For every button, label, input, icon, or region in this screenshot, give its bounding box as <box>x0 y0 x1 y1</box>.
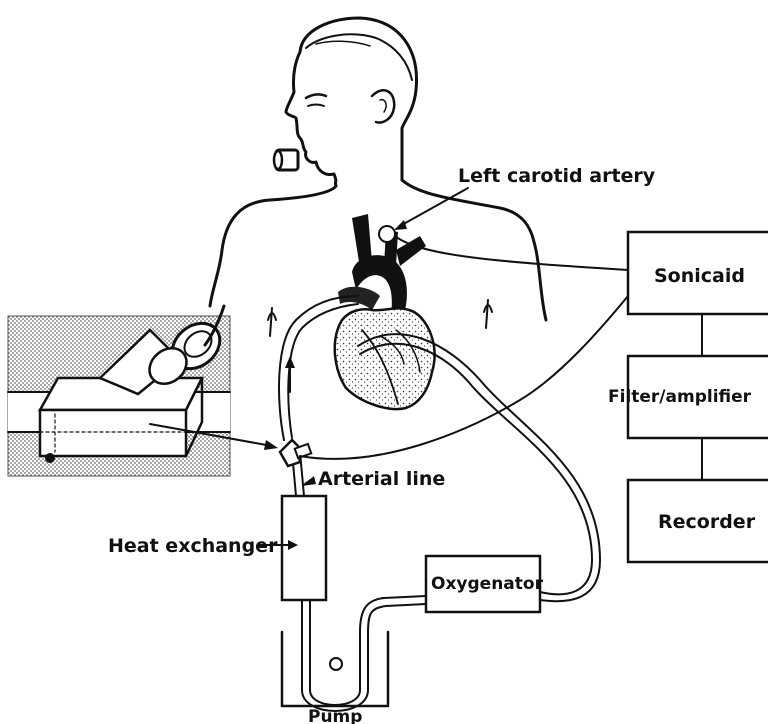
heart <box>335 214 435 409</box>
mouthpiece <box>274 150 298 170</box>
label-arterial-line: Arterial line <box>318 468 445 490</box>
label-oxygenator: Oxygenator <box>431 574 544 594</box>
label-pump: Pump <box>308 707 362 724</box>
label-left-carotid-artery: Left carotid artery <box>458 165 656 187</box>
pump-housing <box>282 632 388 706</box>
label-heat-exchanger: Heat exchanger <box>108 535 278 557</box>
label-sonicaid: Sonicaid <box>654 265 745 287</box>
flowmeter-inset <box>8 306 278 476</box>
label-filter-amplifier: Filter/amplifier <box>608 387 752 407</box>
label-recorder: Recorder <box>658 511 756 533</box>
